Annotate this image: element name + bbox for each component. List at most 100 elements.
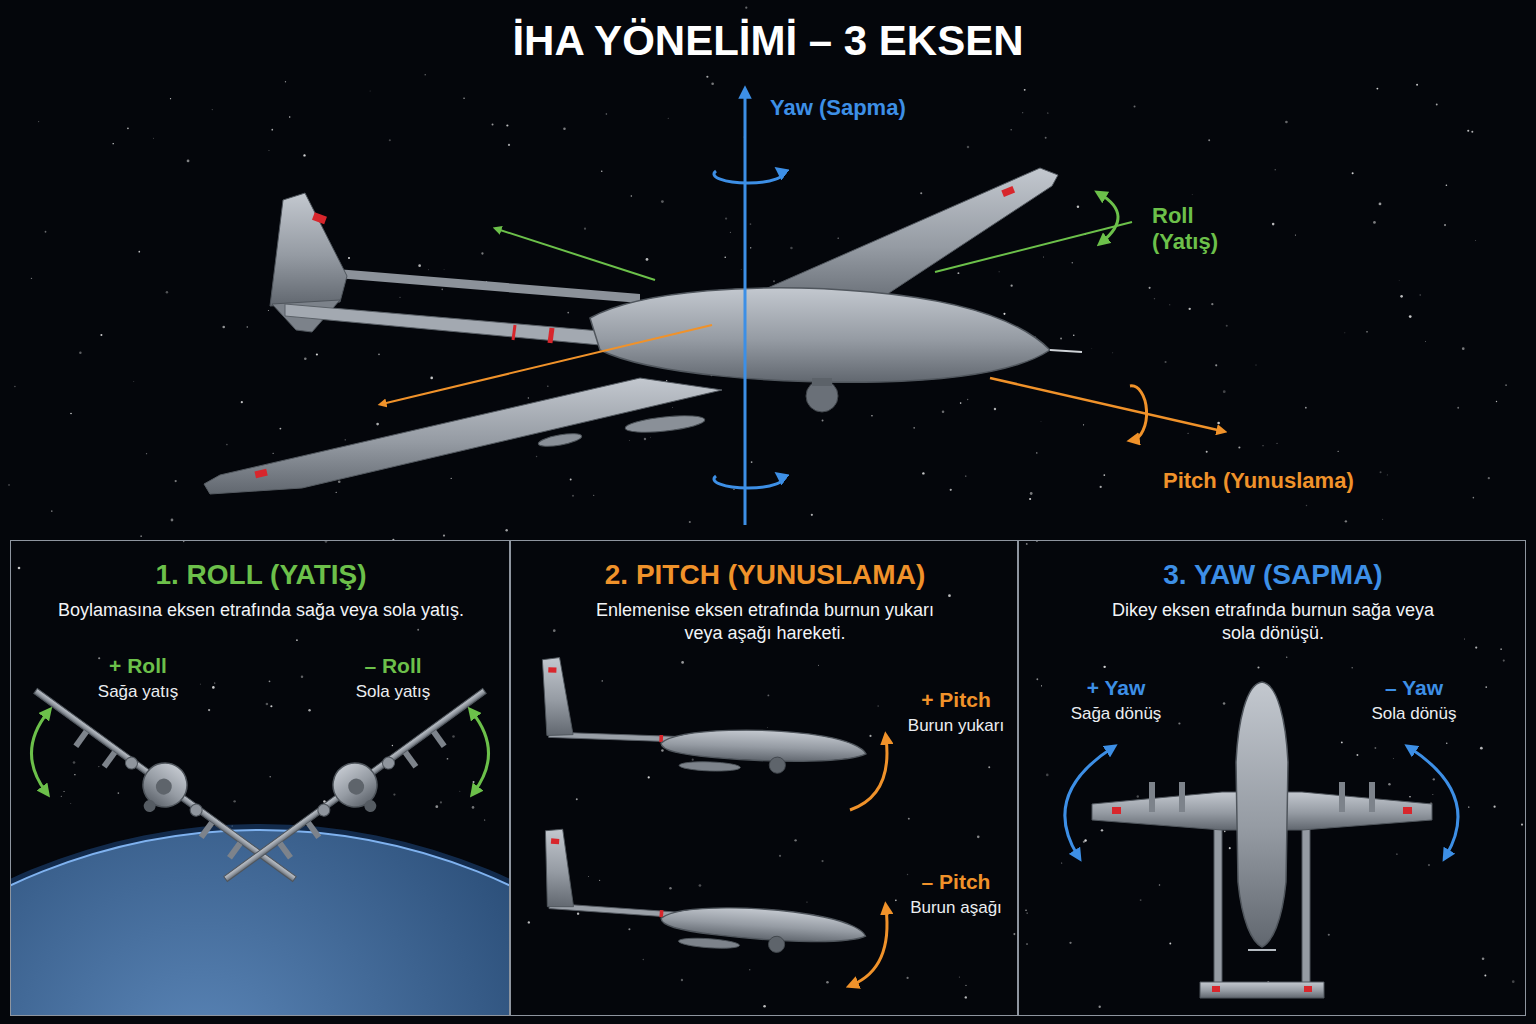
star	[1409, 796, 1411, 798]
star	[681, 661, 684, 664]
boom-pod	[188, 802, 205, 819]
star	[528, 397, 530, 399]
star	[563, 127, 566, 130]
star	[822, 420, 824, 422]
star	[1191, 194, 1193, 196]
star	[977, 836, 980, 839]
propeller	[1248, 949, 1276, 951]
pitch-arc	[852, 908, 887, 985]
star	[999, 271, 1000, 272]
nose	[153, 775, 175, 797]
yaw-rotation-arrow	[714, 171, 782, 183]
star	[1061, 862, 1062, 863]
roll-axis	[497, 229, 655, 280]
munition	[403, 750, 418, 768]
star	[959, 976, 960, 977]
axis-label: Yaw (Sapma)	[770, 95, 906, 121]
star	[669, 887, 671, 889]
star	[871, 415, 872, 416]
wing-flag	[1001, 186, 1015, 197]
star	[241, 401, 243, 403]
direction-note: Burun yukarı	[908, 715, 1004, 736]
star	[1425, 341, 1427, 343]
star	[1211, 303, 1213, 305]
direction-label: – Yaw	[1385, 675, 1443, 701]
yaw-rotation-arrow	[714, 476, 782, 488]
star	[301, 675, 304, 678]
munition	[102, 750, 117, 768]
star	[644, 438, 646, 440]
boom-pod	[123, 755, 140, 772]
munition	[306, 821, 321, 839]
star	[1480, 747, 1483, 750]
star	[268, 150, 269, 151]
star	[821, 860, 823, 862]
tail-flag	[551, 838, 559, 844]
fuselage	[661, 727, 867, 764]
star	[492, 124, 494, 126]
star	[1409, 315, 1412, 318]
star	[463, 98, 465, 100]
star	[536, 456, 537, 457]
star	[38, 121, 39, 122]
munition	[227, 842, 242, 860]
star	[672, 407, 674, 409]
star	[233, 800, 235, 802]
direction-note: Sağa dönüş	[1071, 703, 1162, 724]
star	[763, 1005, 766, 1008]
star	[528, 921, 530, 923]
star	[1169, 943, 1171, 945]
star	[811, 514, 813, 516]
tail-boom	[1302, 812, 1310, 990]
star	[1010, 129, 1011, 130]
fuselage	[134, 754, 195, 815]
tail	[1200, 982, 1324, 998]
star	[1189, 308, 1191, 310]
camera-gimbal	[141, 798, 158, 815]
star	[8, 484, 10, 486]
star	[208, 709, 210, 711]
star	[661, 200, 664, 203]
panel-heading: 2. PITCH (YUNUSLAMA)	[605, 557, 925, 592]
star	[576, 798, 578, 800]
star	[733, 489, 734, 490]
star	[1083, 424, 1084, 425]
star	[838, 238, 839, 239]
star	[1217, 422, 1220, 425]
star	[153, 138, 154, 139]
star	[393, 793, 395, 795]
star	[699, 884, 702, 887]
star	[1046, 774, 1049, 777]
star	[73, 761, 76, 764]
star	[749, 969, 750, 970]
star	[112, 143, 113, 144]
star	[1351, 667, 1353, 669]
star	[266, 703, 269, 706]
star	[689, 521, 691, 523]
star	[577, 912, 579, 914]
star	[572, 495, 574, 497]
star	[1091, 347, 1093, 349]
panel-description: Boylamasına eksen etrafında sağa veya so…	[21, 599, 501, 622]
tail-flag	[1212, 986, 1220, 992]
star	[118, 792, 120, 794]
star	[1382, 519, 1383, 520]
camera-gimbal	[768, 936, 785, 953]
star	[1040, 421, 1042, 423]
star	[31, 278, 32, 279]
pitch-arc	[850, 738, 887, 810]
star	[1159, 884, 1161, 886]
star	[1485, 686, 1487, 688]
munition	[1149, 782, 1155, 812]
star	[1428, 864, 1430, 866]
star	[750, 223, 752, 225]
star	[1047, 112, 1048, 113]
direction-note: Sola yatış	[356, 681, 431, 702]
direction-label: – Roll	[364, 653, 421, 679]
star	[950, 489, 952, 491]
star	[1045, 137, 1047, 139]
star	[920, 192, 922, 194]
star	[79, 351, 81, 353]
star	[296, 639, 298, 641]
